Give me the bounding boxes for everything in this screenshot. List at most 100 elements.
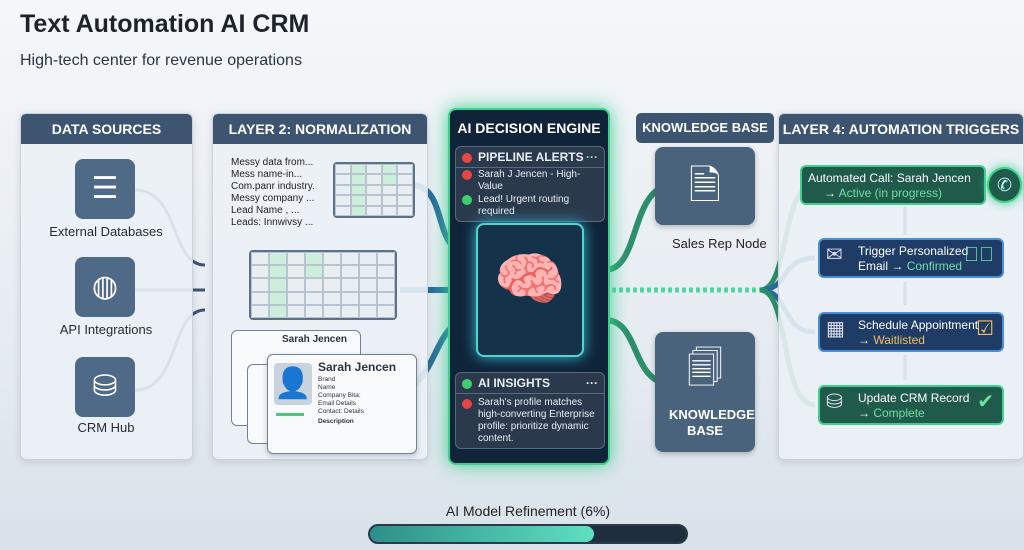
trigger-update-crm[interactable]: ⛁ Update CRM Record → Complete ✔ [818,385,1004,425]
documents-icon: 🗐 [687,347,723,388]
messy-line: Com.panr industry. [231,181,315,192]
table-cell [397,164,413,175]
profile-field: Email Details [318,400,356,407]
alert-dot [462,152,472,163]
table-cell [305,304,323,318]
sales-rep-node-label: Sales Rep Node [672,236,767,251]
table-cell [305,265,323,279]
table-cell [377,278,395,292]
table-cell [341,252,359,266]
profile-field: Brand [318,376,336,383]
trigger-title-cont: Email [858,259,889,273]
trigger-status: Complete [873,406,925,420]
table-cell [251,265,269,279]
table-cell [335,195,351,206]
table-cell [323,265,341,279]
normalization-panel: LAYER 2: NORMALIZATION Messy data from..… [212,113,428,460]
table-cell [359,252,377,266]
messy-line: Lead Name , ... [231,205,300,216]
globe-icon: ◍ [75,257,135,317]
table-cell [381,164,398,175]
profile-name: Sarah Jencen [318,360,397,374]
table-cell [366,164,382,175]
table-cell [397,184,413,196]
table-cell [335,205,351,216]
table-cell [305,278,323,292]
table-cell [377,265,395,279]
progress-bar [368,524,688,544]
alert-line: Sarah J Jencen - High-Value [478,169,581,192]
progress-fill [370,526,595,542]
more-icon[interactable]: ··· [586,376,598,390]
table-cell [359,278,377,292]
table-cell [350,174,367,185]
knowledge-card-label: KNOWLEDGE BASE [669,407,755,438]
table-cell [341,304,359,318]
email-icon: ✉ [826,244,843,266]
table-cell [251,291,269,305]
table-cell [335,164,351,175]
trigger-email[interactable]: ✉ Trigger Personalized Email → Confirmed… [818,238,1004,278]
profile-field: Company Bita: [318,392,361,399]
table-cell [287,304,305,318]
table-cell [305,252,323,266]
calendar-check-icon: ☑ [976,318,994,340]
panel-header: DATA SOURCES [21,114,192,144]
table-cell [323,252,341,266]
card-back-name: Sarah Jencen [282,334,348,345]
table-cell [251,252,269,266]
engine-title: AI DECISION ENGINE [457,120,601,136]
knowledge-base-card: 🗐 KNOWLEDGE BASE [655,332,755,452]
source-label: External Databases [49,224,163,239]
trigger-automated-call[interactable]: Automated Call: Sarah Jencen → Active (i… [800,165,986,205]
table-cell [269,304,287,318]
progress-label: AI Model Refinement (6%) [445,503,611,519]
messy-line: Messy company ... [231,193,315,204]
table-cell [287,265,305,279]
ai-insights-box: AI INSIGHTS··· Sarah's profile matches h… [455,372,605,449]
green-dot [462,195,472,205]
messy-line: Leads: Innwivsy ... [231,217,314,228]
more-icon[interactable]: ··· [586,150,598,164]
database-icon: ⛁ [75,357,135,417]
table-cell [341,291,359,305]
table-cell [377,252,395,266]
table-cell [269,278,287,292]
table-cell [269,265,287,279]
table-cell [377,291,395,305]
status-bar [276,413,304,416]
table-cell [251,278,269,292]
trigger-title: Automated Call: Sarah Jencen [808,171,971,185]
table-cell [381,205,398,216]
phone-icon[interactable]: ✆ [987,167,1022,203]
panel-header: LAYER 4: AUTOMATION TRIGGERS [779,114,1023,144]
table-cell [287,278,305,292]
table-cell [335,174,351,185]
document-icon: 🗎 [655,147,755,225]
table-cell [341,265,359,279]
table-cell [359,291,377,305]
table-cell [251,304,269,318]
avatar: 👤 [274,363,312,405]
table-cell [323,304,341,318]
table-cell [341,278,359,292]
profile-card: 👤 Sarah Jencen Brand Name Company Bita: … [267,354,417,454]
alerts-title: PIPELINE ALERTS [478,150,584,164]
table-cell [381,174,398,185]
table-cell [335,184,351,196]
normalized-table [249,250,397,320]
description-label: Description [318,418,354,425]
messy-line: Mess name-in... [231,169,303,180]
table-cell [366,184,382,196]
trigger-title: Schedule Appointment [858,318,979,332]
red-dot [462,399,472,409]
raw-table [333,162,415,218]
source-label: CRM Hub [77,420,135,435]
table-cell [381,195,398,206]
table-cell [350,195,367,206]
table-cell [366,195,382,206]
profile-field: Contact: Details [318,408,364,415]
messy-data-list: Messy data from... Mess name-in... Com.p… [231,157,315,229]
trigger-appointment[interactable]: ▦ Schedule Appointment → Waitlisted ☑ [818,312,1004,352]
trigger-status: Confirmed [906,259,963,273]
